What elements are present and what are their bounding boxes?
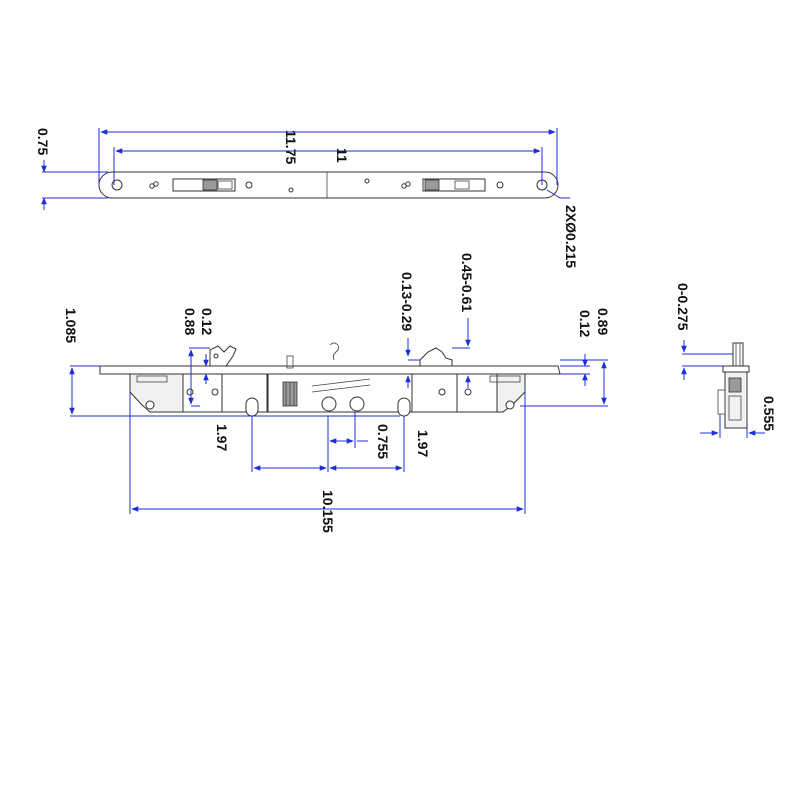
front-faceplate bbox=[99, 365, 561, 375]
dimension-label-0-88: 0.88 bbox=[182, 308, 198, 335]
dimension-cylinder: 0.755 bbox=[329, 412, 391, 459]
dimension-label-0-12-right: 0.12 bbox=[577, 310, 593, 337]
dimension-label-0-45-0-61: 0.45-0.61 bbox=[459, 253, 475, 312]
lock-case-body bbox=[129, 355, 526, 417]
dimension-left-slot: 1.97 bbox=[212, 415, 329, 472]
dimension-label-1-97-left: 1.97 bbox=[214, 424, 230, 451]
dimension-label-0-89: 0.89 bbox=[595, 308, 611, 335]
dimension-label-0-555: 0.555 bbox=[761, 396, 777, 431]
dimension-label-hole-diameter: 2XØ0.215 bbox=[563, 205, 579, 268]
dimension-overall-length: 11.75 bbox=[98, 128, 558, 185]
side-profile bbox=[717, 342, 750, 429]
dimension-hook-projection: 0-0.275 bbox=[675, 283, 733, 380]
side-view: 0-0.275 0.555 bbox=[675, 283, 777, 438]
dimension-label-11-75: 11.75 bbox=[283, 130, 299, 164]
left-hook bbox=[209, 345, 237, 367]
dimension-plate-width: 0.75 bbox=[35, 128, 108, 210]
dimension-label-0-755: 0.755 bbox=[375, 424, 391, 459]
dimension-hook-throw: 0.45-0.61 bbox=[452, 253, 475, 388]
dimension-case-length: 10.155 bbox=[129, 392, 526, 533]
top-faceplate bbox=[98, 171, 559, 199]
dimension-faceplate-offset: 1.085 bbox=[63, 308, 400, 417]
dimension-label-1-085: 1.085 bbox=[63, 308, 79, 343]
dimension-hook-offset-right: 0.12 bbox=[560, 310, 593, 386]
dimension-label-1-97-right: 1.97 bbox=[415, 430, 431, 457]
dimension-label-11: 11 bbox=[334, 148, 350, 163]
dimension-hole-spacing: 11 bbox=[113, 147, 543, 185]
dimension-hook-height-right: 0.89 bbox=[520, 308, 611, 407]
dimension-label-0-75: 0.75 bbox=[35, 128, 51, 155]
dimension-depth: 0.555 bbox=[700, 396, 777, 438]
dimension-hole-callout: 2XØ0.215 bbox=[546, 189, 579, 268]
dimension-hook-height-left: 0.88 bbox=[182, 308, 210, 407]
dimension-label-10-155: 10.155 bbox=[320, 490, 336, 533]
dimension-right-slot: 1.97 bbox=[329, 416, 431, 472]
front-view: 1.085 0.88 0.12 0.13-0.29 0.45-0.61 bbox=[63, 253, 611, 533]
center-cam bbox=[329, 342, 340, 361]
right-hook bbox=[419, 347, 453, 367]
top-view: 11.75 11 0.75 2XØ0.215 bbox=[35, 128, 579, 268]
dimension-hook-offset-left: 0.12 bbox=[199, 308, 215, 384]
dimension-label-0-12-left: 0.12 bbox=[199, 308, 215, 335]
dimension-label-0-0-275: 0-0.275 bbox=[675, 283, 691, 331]
dimension-label-0-13-0-29: 0.13-0.29 bbox=[399, 272, 415, 331]
dimension-hook-adjust: 0.13-0.29 bbox=[399, 272, 420, 388]
